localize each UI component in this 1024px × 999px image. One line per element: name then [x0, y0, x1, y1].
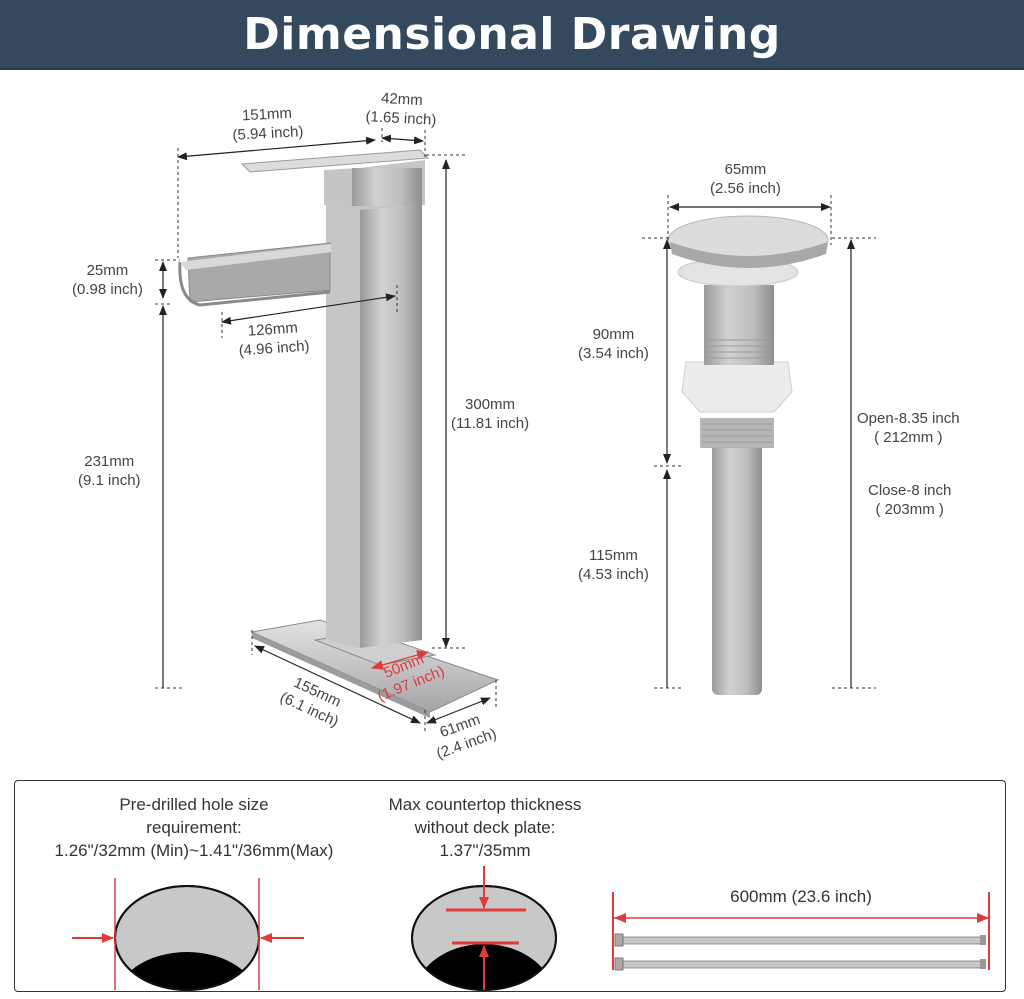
hole-size-requirement: Pre-drilled hole size requirement: 1.26"…: [29, 793, 359, 862]
spout-height-label: 231mm (9.1 inch): [78, 452, 141, 490]
header-banner: Dimensional Drawing: [0, 0, 1024, 70]
requirements-panel: Pre-drilled hole size requirement: 1.26"…: [14, 780, 1006, 992]
countertop-diagram: [410, 865, 557, 991]
handle-width-inch: (1.65 inch): [365, 108, 437, 129]
spout-opening-mm: 25mm: [86, 262, 129, 279]
spout-height-inch: (9.1 inch): [78, 472, 141, 489]
upper-body-inch: (3.54 inch): [578, 345, 649, 362]
lower-tube-mm: 115mm: [588, 547, 638, 564]
handle-width-label: 42mm (1.65 inch): [365, 88, 438, 130]
total-height-inch: (11.81 inch): [451, 415, 530, 432]
open-height-inch: Open-8.35 inch: [857, 410, 960, 427]
open-height-label: Open-8.35 inch ( 212mm ): [857, 409, 960, 447]
cap-diameter-label: 65mm (2.56 inch): [710, 160, 781, 198]
lower-tube-label: 115mm (4.53 inch): [578, 546, 649, 584]
total-height-label: 300mm (11.81 inch): [451, 395, 529, 433]
hole-size-title: Pre-drilled hole size: [119, 795, 269, 814]
close-height-mm: ( 203mm ): [875, 501, 944, 518]
upper-body-label: 90mm (3.54 inch): [578, 325, 649, 363]
open-height-mm: ( 212mm ): [874, 429, 943, 446]
drain-illustration: [667, 215, 829, 695]
page-title: Dimensional Drawing: [243, 8, 781, 60]
upper-body-mm: 90mm: [592, 326, 635, 343]
close-height-label: Close-8 inch ( 203mm ): [868, 481, 951, 519]
hole-size-value: 1.26"/32mm (Min)~1.41"/36mm(Max): [54, 841, 334, 860]
spout-reach-label: 126mm (4.96 inch): [237, 318, 310, 361]
countertop-value: 1.37"/35mm: [439, 841, 531, 860]
total-height-mm: 300mm: [465, 396, 516, 413]
spout-opening-label: 25mm (0.98 inch): [72, 261, 143, 299]
faucet-illustration: [178, 149, 500, 718]
countertop-subtitle: without deck plate:: [414, 818, 556, 837]
overall-length-inch: (5.94 inch): [232, 123, 304, 144]
cap-diameter-mm: 65mm: [724, 161, 767, 178]
spout-height-mm: 231mm: [84, 453, 135, 470]
lower-tube-inch: (4.53 inch): [578, 566, 649, 583]
hose-length-label: 600mm (23.6 inch): [730, 887, 872, 906]
overall-length-label: 151mm (5.94 inch): [231, 103, 304, 145]
countertop-title: Max countertop thickness: [388, 795, 582, 814]
cap-diameter-inch: (2.56 inch): [710, 180, 781, 197]
hose-diagram: [611, 891, 990, 970]
close-height-inch: Close-8 inch: [868, 482, 952, 499]
hole-diagram: [71, 877, 304, 991]
hole-size-subtitle: requirement:: [146, 818, 242, 837]
spout-opening-inch: (0.98 inch): [72, 281, 143, 298]
countertop-thickness: Max countertop thickness without deck pl…: [365, 793, 605, 862]
dimension-drawing: [155, 128, 876, 732]
requirements-diagrams: [71, 865, 990, 991]
